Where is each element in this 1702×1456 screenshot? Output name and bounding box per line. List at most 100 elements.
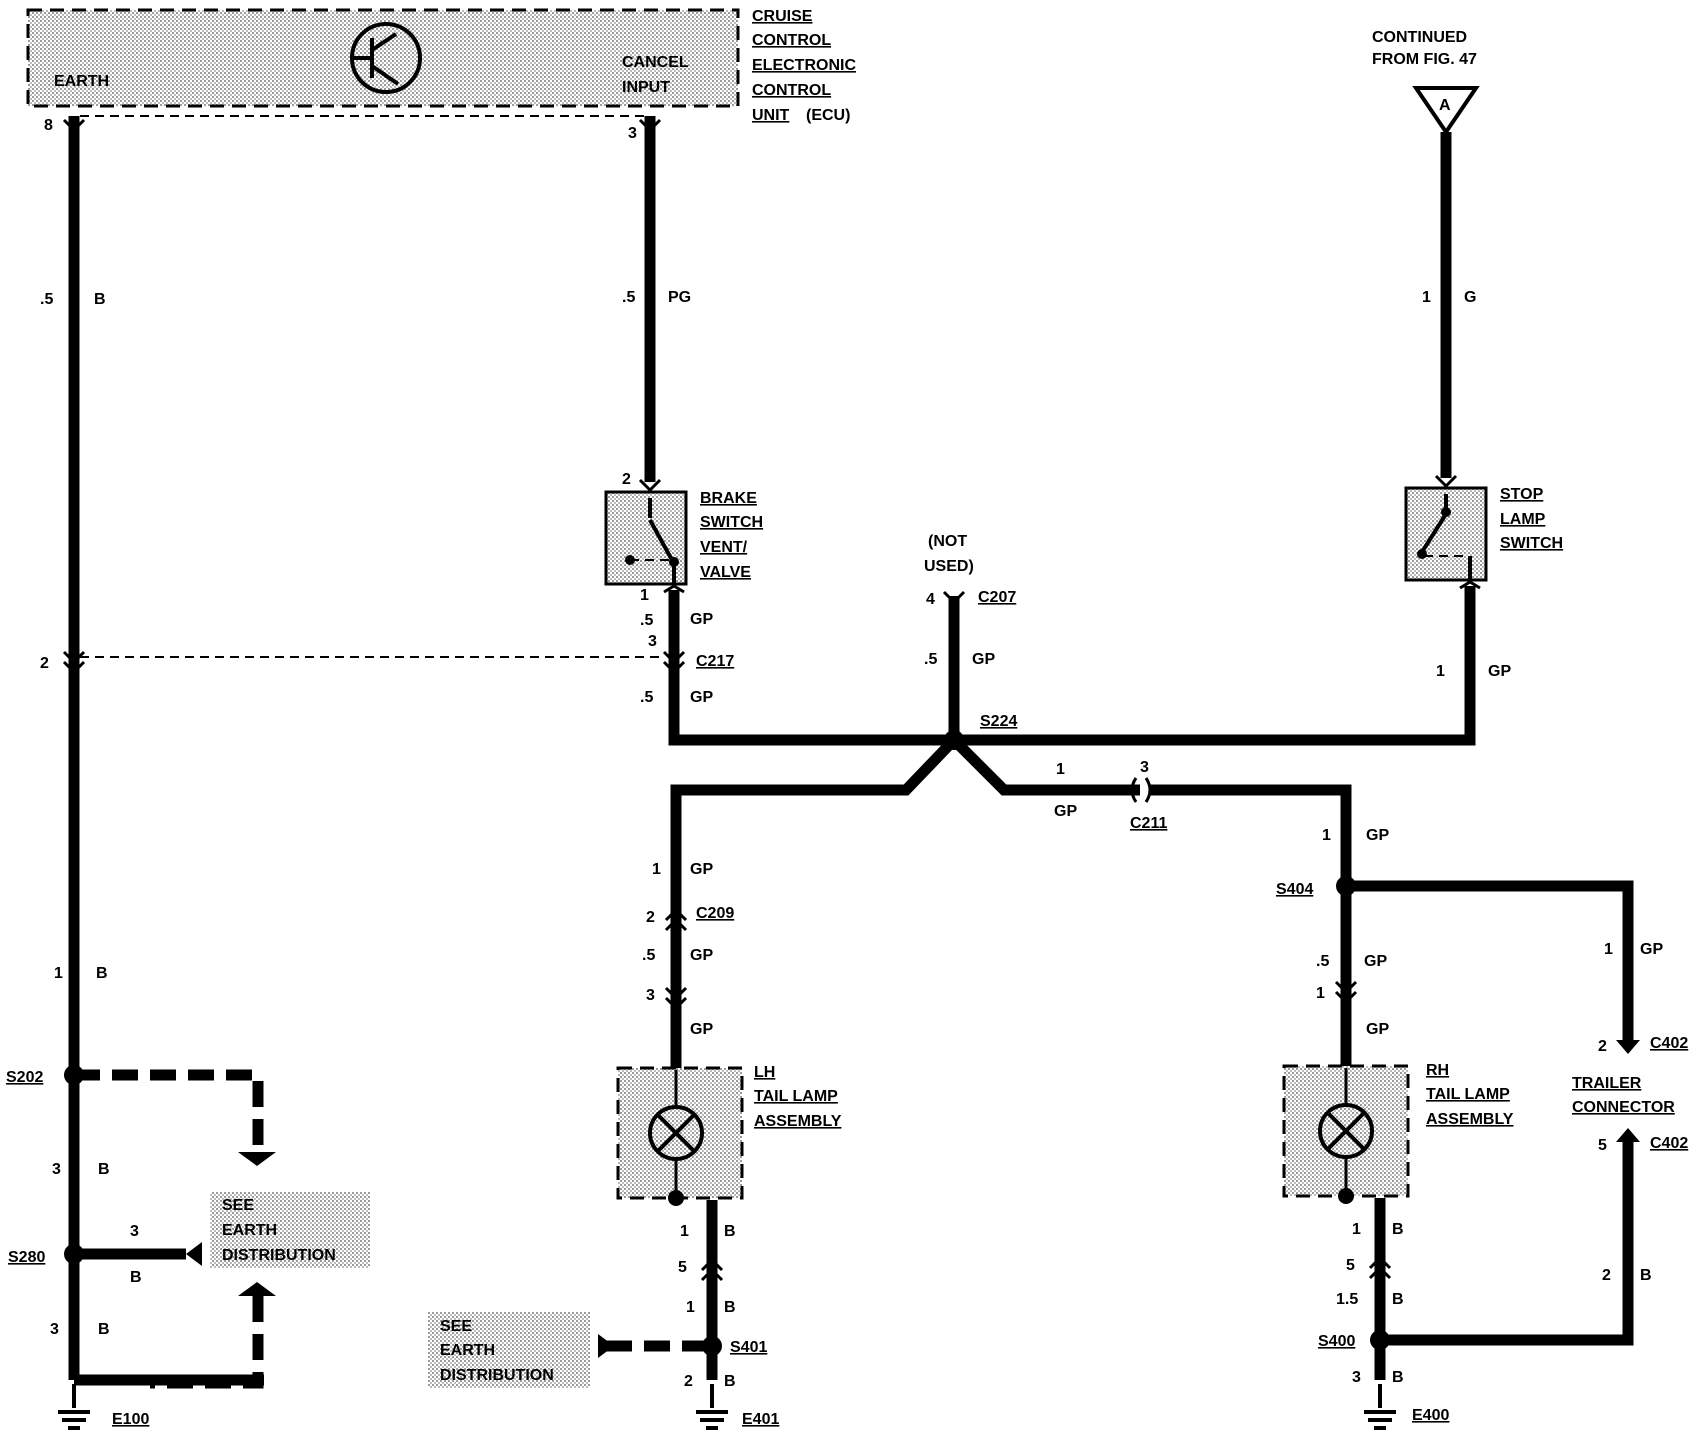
lh-tail-label-2: TAIL LAMP [754,1088,838,1105]
e400-label: E400 [1412,1407,1449,1424]
brake-switch-pin-out: 1 [640,587,649,604]
wire-cancel-size: .5 [622,289,635,306]
c402a-name: C402 [1650,1035,1688,1052]
continued-line-1: CONTINUED [1372,29,1467,46]
wire-stop-in-size: 1 [1422,289,1431,306]
wire-lh-earth2-size: 1 [686,1299,695,1316]
wire-cancel-color: PG [668,289,691,306]
ecu-pin-cancel: 3 [628,125,637,142]
ecu-title-line-4: CONTROL [752,82,831,99]
connector-chevrons [62,118,1481,1282]
lh-conn-pin-upper: 5 [678,1259,687,1276]
wire-lh-earth-color: B [724,1223,736,1240]
wire-trailer-earth-size: 2 [1602,1267,1611,1284]
wire-trailer-earth-color: B [1640,1267,1652,1284]
wire-c209-out-color: GP [690,947,713,964]
wire-s280-branch-color: B [130,1269,142,1286]
c209-pin-upper: 2 [646,909,655,926]
lh-tail-lamp [616,1066,744,1206]
ecu-title-line-5: UNIT [752,107,790,124]
stop-lamp-switch-label-1: STOP [1500,486,1544,503]
c211-pin-right: 3 [1140,759,1149,776]
continued-connector-label: A [1439,97,1451,114]
trailer-connector-label-1: TRAILER [1572,1075,1642,1092]
wire-stop-out-size: 1 [1436,663,1445,680]
stop-lamp-switch-label-2: LAMP [1500,511,1546,528]
ecu-pin-earth: 8 [44,117,53,134]
rh-conn-pin-upper: 5 [1346,1257,1355,1274]
c217-pin-upper: 3 [648,633,657,650]
wire-s202-s280-color: B [98,1161,110,1178]
brake-switch [604,490,688,586]
see-earth-box-left: SEE EARTH DISTRIBUTION [210,1192,370,1268]
see-earth-bottom-3: DISTRIBUTION [440,1367,554,1384]
see-earth-bottom-2: EARTH [440,1342,495,1359]
c209-pin-lower: 3 [646,987,655,1004]
ecu-cancel-label-1: CANCEL [622,54,689,71]
wire-earth-top-color: B [94,291,106,308]
splice-dots [64,730,1390,1356]
s404-label: S404 [1276,881,1313,898]
wire-stop-out-color: GP [1488,663,1511,680]
s400-label: S400 [1318,1333,1355,1350]
ecu-title-suffix: (ECU) [806,107,850,124]
wire-earth-mid-color: B [96,965,108,982]
c209-name: C209 [696,905,734,922]
wire-s401-e401-color: B [724,1373,736,1390]
see-earth-left-3: DISTRIBUTION [222,1247,336,1264]
s401-label: S401 [730,1339,767,1356]
ground-e401-icon [696,1384,728,1430]
wire-rh-in-size: .5 [1316,953,1329,970]
brake-switch-pin-in: 2 [622,471,631,488]
not-used-label-2: USED) [924,558,974,575]
ecu-title-line-1: CRUISE [752,8,813,25]
wire-lh-earth2-color: B [724,1299,736,1316]
connector-labels: 3 2 C217 4 C207 3 C211 2 C209 3 5 1 5 2 … [40,589,1688,1276]
c217-pin-left: 2 [40,655,49,672]
s280-dot [64,1244,84,1264]
c402b-pin: 5 [1598,1137,1607,1154]
wire-lh-in-color: GP [690,861,713,878]
ecu-title-line-2: CONTROL [752,32,831,49]
wire-s280-branch-size: 3 [130,1223,139,1240]
wire-earth-mid-size: 1 [54,965,63,982]
wire-rh-earth-color: B [1392,1221,1404,1238]
continued-connector-a: A [1412,86,1480,136]
wire-lh-feed-color: GP [690,1021,713,1038]
stop-lamp-switch [1404,486,1488,582]
s202-dot [64,1065,84,1085]
brake-switch-label-2: SWITCH [700,514,763,531]
wire-brake-out-color: GP [690,611,713,628]
connector-arrows [186,1040,1640,1358]
transistor-icon [350,22,422,94]
wire-trailer-feed-color: GP [1640,941,1663,958]
see-earth-left-2: EARTH [222,1222,277,1239]
s400-dot [1370,1330,1390,1350]
rh-tail-lamp [1282,1064,1410,1204]
ecu-title: CRUISE CONTROL ELECTRONIC CONTROL UNIT (… [752,8,856,124]
not-used-label-1: (NOT [928,533,967,550]
c207-name: C207 [978,589,1016,606]
s404-dot [1336,876,1356,896]
ground-e100-icon [58,1384,90,1430]
s280-label: S280 [8,1249,45,1266]
lh-tail-label-1: LH [754,1064,775,1081]
wire-to-c211-color: GP [1054,803,1077,820]
wire-lh-earth-size: 1 [680,1223,689,1240]
continued-line-2: FROM FIG. 47 [1372,51,1477,68]
wire-s280-e100-color: B [98,1321,110,1338]
c217-name: C217 [696,653,734,670]
wire-s202-s280-size: 3 [52,1161,61,1178]
wire-c211-out-size: 1 [1322,827,1331,844]
c211-name: C211 [1130,815,1167,832]
rh-conn-pin-lower: 1 [1316,985,1325,1002]
c402a-pin: 2 [1598,1038,1607,1055]
wire-c217-out-color: GP [690,689,713,706]
wire-s401-e401-size: 2 [684,1373,693,1390]
wire-rh-earth2-size: 1.5 [1336,1291,1358,1308]
ecu-earth-label: EARTH [54,73,109,90]
splice-labels: S224 S404 S202 S280 S401 S400 E100 E401 … [6,713,1449,1428]
wire-lh-in-size: 1 [652,861,661,878]
s202-label: S202 [6,1069,43,1086]
